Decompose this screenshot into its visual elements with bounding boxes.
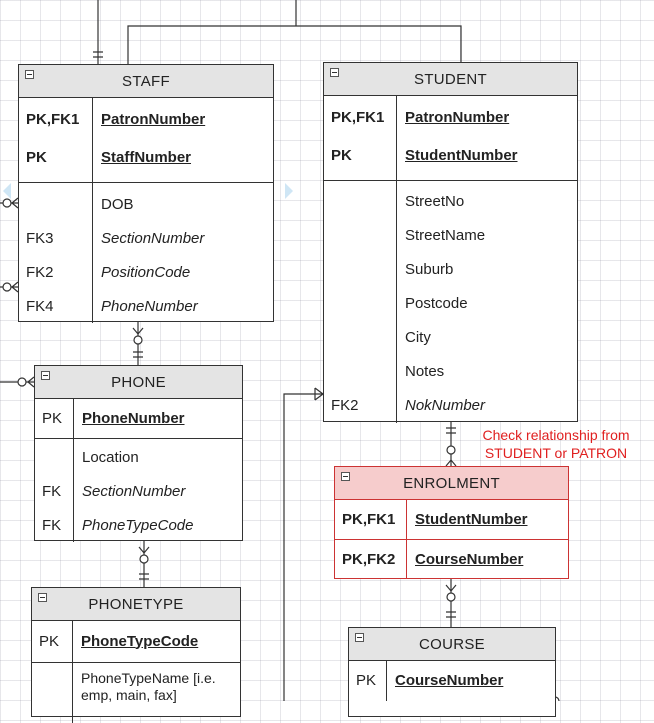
staff-field-dob: DOB	[101, 195, 134, 213]
phonetype-key-section: PK PhoneTypeCode	[32, 621, 240, 663]
collapse-icon[interactable]	[355, 633, 364, 642]
staff-field-sectionnumber: SectionNumber	[101, 229, 205, 247]
collapse-icon[interactable]	[25, 70, 34, 79]
collapse-icon[interactable]	[330, 68, 339, 77]
phonetype-header[interactable]: PHONETYPE	[32, 588, 240, 621]
enrolment-key-0: PK,FK1	[342, 510, 396, 528]
course-header[interactable]: COURSE	[349, 628, 555, 661]
staff-field-patronnumber: PatronNumber	[101, 110, 206, 128]
staff-attr-key-2: FK2	[26, 263, 54, 281]
student-attr-key-6: FK2	[331, 396, 359, 414]
enrolment-entity[interactable]: ENROLMENT PK,FK1 StudentNumber PK,FK2 Co…	[334, 466, 569, 579]
staff-field-staffnumber: StaffNumber	[101, 148, 192, 166]
student-key-1: PK	[331, 146, 352, 164]
phone-attr-key-1: FK	[42, 482, 62, 500]
staff-attr-key-3: FK4	[26, 297, 54, 315]
enrolment-title: ENROLMENT	[403, 474, 500, 492]
phonetype-key-0: PK	[39, 632, 60, 650]
phone-attr-key-2: FK	[42, 516, 62, 534]
staff-key-1: PK	[26, 148, 47, 166]
enrolment-key-1: PK,FK2	[342, 550, 396, 568]
staff-field-phonenumber: PhoneNumber	[101, 297, 198, 315]
enrolment-field-coursenumber: CourseNumber	[415, 550, 524, 568]
staff-key-0: PK,FK1	[26, 110, 80, 128]
student-field-city: City	[405, 328, 431, 346]
enrolment-field-studentnumber: StudentNumber	[415, 510, 528, 528]
student-attr-section: FK2 StreetNo StreetName Suburb Postcode …	[324, 181, 577, 423]
student-header[interactable]: STUDENT	[324, 63, 577, 96]
phone-field-sectionnumber: SectionNumber	[82, 482, 186, 500]
course-title: COURSE	[419, 635, 485, 653]
course-key-0: PK	[356, 671, 377, 689]
phone-field-phonenumber: PhoneNumber	[82, 409, 185, 427]
course-entity[interactable]: COURSE PK CourseNumber	[348, 627, 556, 717]
student-key-section: PK,FK1 PK PatronNumber StudentNumber	[324, 96, 577, 181]
phonetype-field-phonetypename: PhoneTypeName [i.e. emp, main, fax]	[81, 670, 216, 703]
student-field-streetname: StreetName	[405, 226, 486, 244]
collapse-icon[interactable]	[38, 593, 47, 602]
phonetype-title: PHONETYPE	[88, 595, 184, 613]
student-field-suburb: Suburb	[405, 260, 454, 278]
student-key-0: PK,FK1	[331, 108, 385, 126]
phone-title: PHONE	[111, 373, 166, 391]
staff-attr-section: FK3 FK2 FK4 DOB SectionNumber PositionCo…	[19, 183, 273, 323]
student-field-streetno: StreetNo	[405, 192, 465, 210]
phonetype-field-phonetypecode: PhoneTypeCode	[81, 632, 199, 650]
selection-handle-right[interactable]	[284, 182, 294, 200]
phonetype-attr-section: PhoneTypeName [i.e. emp, main, fax]	[32, 663, 240, 723]
course-key-section: PK CourseNumber	[349, 661, 555, 701]
student-field-studentnumber: StudentNumber	[405, 146, 518, 164]
patron-bridge-connector	[127, 0, 462, 64]
student-field-noknumber: NokNumber	[405, 396, 486, 414]
staff-header[interactable]: STAFF	[19, 65, 273, 98]
enrolment-key-section-2: PK,FK2 CourseNumber	[335, 540, 568, 579]
collapse-icon[interactable]	[41, 371, 50, 380]
student-field-notes: Notes	[405, 362, 445, 380]
selection-handle-left[interactable]	[2, 182, 12, 200]
collapse-icon[interactable]	[341, 472, 350, 481]
student-title: STUDENT	[414, 70, 487, 88]
staff-title: STAFF	[122, 72, 170, 90]
phone-header[interactable]: PHONE	[35, 366, 242, 399]
phone-key-section: PK PhoneNumber	[35, 399, 242, 439]
student-nok-connector	[283, 393, 323, 701]
phonetype-entity[interactable]: PHONETYPE PK PhoneTypeCode PhoneTypeName…	[31, 587, 241, 723]
staff-entity[interactable]: STAFF PK,FK1 PK PatronNumber StaffNumber…	[18, 64, 274, 323]
student-field-postcode: Postcode	[405, 294, 468, 312]
enrolment-header[interactable]: ENROLMENT	[335, 467, 568, 500]
phone-entity[interactable]: PHONE PK PhoneNumber FK FK Location Sect…	[34, 365, 243, 542]
phone-field-phonetypecode: PhoneTypeCode	[82, 516, 194, 534]
phone-key-0: PK	[42, 409, 63, 427]
course-field-coursenumber: CourseNumber	[395, 671, 504, 689]
relationship-note: Check relationship from STUDENT or PATRO…	[482, 427, 630, 461]
enrolment-key-section-1: PK,FK1 StudentNumber	[335, 500, 568, 540]
staff-key-section: PK,FK1 PK PatronNumber StaffNumber	[19, 98, 273, 183]
staff-attr-key-1: FK3	[26, 229, 54, 247]
phone-attr-section: FK FK Location SectionNumber PhoneTypeCo…	[35, 439, 242, 542]
staff-field-positioncode: PositionCode	[101, 263, 191, 281]
student-field-patronnumber: PatronNumber	[405, 108, 510, 126]
phone-field-location: Location	[82, 448, 139, 466]
student-entity[interactable]: STUDENT PK,FK1 PK PatronNumber StudentNu…	[323, 62, 578, 423]
